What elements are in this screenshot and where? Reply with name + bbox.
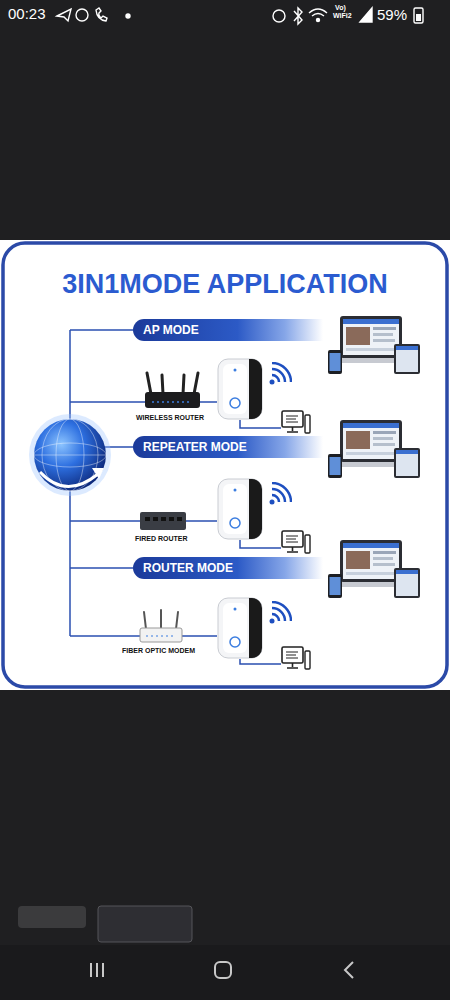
globe-sphere [34,419,106,491]
dot-icon [126,14,130,18]
mode-band: REPEATER MODE [133,436,323,458]
status-icons [57,8,423,24]
mode-name: ROUTER MODE [143,557,233,579]
mode-band: ROUTER MODE [133,557,323,579]
cable-wire [240,420,281,428]
repeater-device [218,359,262,419]
router-lights [152,401,192,403]
antennas [144,610,178,629]
branch-wire [70,329,133,331]
bluetooth-icon [294,8,302,24]
back-icon [345,962,353,978]
equator [34,455,106,456]
fiber-modem [140,610,182,642]
recent-apps-icon [91,963,103,977]
thumbnail [18,906,86,928]
laptop-set [328,540,420,598]
swirl-arrowhead [92,468,104,479]
nav-bar [0,945,450,1000]
branch-wire [70,567,133,569]
wifi-symbol [270,363,292,385]
alarm-icon [273,10,285,22]
desktop-icon [282,411,310,433]
modem-lights [146,635,176,636]
wifi-symbol [270,602,292,624]
cable-wire [200,401,217,403]
mode-band: AP MODE [133,319,323,341]
device-name: WIRELESS ROUTER [136,413,204,422]
wires [70,330,281,664]
laptop-set [328,316,420,374]
parallel [34,443,106,467]
thumbnail [98,906,192,942]
status-text: Vo) [335,4,346,12]
home-icon [215,962,231,978]
status-text: 59% [377,6,407,24]
wifi-status-icon [309,9,327,16]
branch-wire [70,401,145,403]
wired-router [140,512,186,530]
modem-body [140,628,182,642]
cable-wire [240,659,281,664]
cable-wire [182,635,217,637]
desktop-icon [282,531,310,553]
cable-wire [240,540,281,548]
wifi-symbol [270,483,292,505]
mode-name: AP MODE [143,319,199,341]
device-name: FIRED ROUTER [135,534,188,543]
antennas [147,373,198,394]
signal-icon [360,8,372,22]
status-text: WiFi2 [333,12,352,20]
desktop-icon [282,647,310,669]
nav-icons [91,962,353,978]
battery-level [416,14,421,21]
call-icon [96,8,107,21]
card-ground [0,240,450,690]
telegram-icon [57,9,71,21]
chrome-icon [76,9,88,21]
router-body [145,392,200,408]
diagram-title: 3IN1MODE APPLICATION [0,268,450,300]
wireless-router [145,373,200,408]
card-border [3,243,447,687]
device-name: FIBER OPTIC MODEM [122,646,195,655]
laptop-set [328,420,420,478]
swirl-arrow [40,472,98,487]
repeater-device [218,479,262,539]
device-label: FIRED ROUTER [135,534,192,544]
cable-wire [186,520,217,522]
repeater-device [218,598,262,658]
switch-ports [145,517,182,521]
wifi-dot [317,19,320,22]
mode-name: REPEATER MODE [143,436,247,458]
globe-glow [29,414,111,496]
switch-body [140,512,186,530]
device-label: WIRELESS ROUTER [136,413,209,423]
branch-wire [70,520,140,522]
status-text: 00:23 [8,5,46,23]
globe [29,414,111,496]
battery-icon [414,8,423,23]
branch-wire [70,635,140,637]
device-label: FIBER OPTIC MODEM [122,646,200,656]
